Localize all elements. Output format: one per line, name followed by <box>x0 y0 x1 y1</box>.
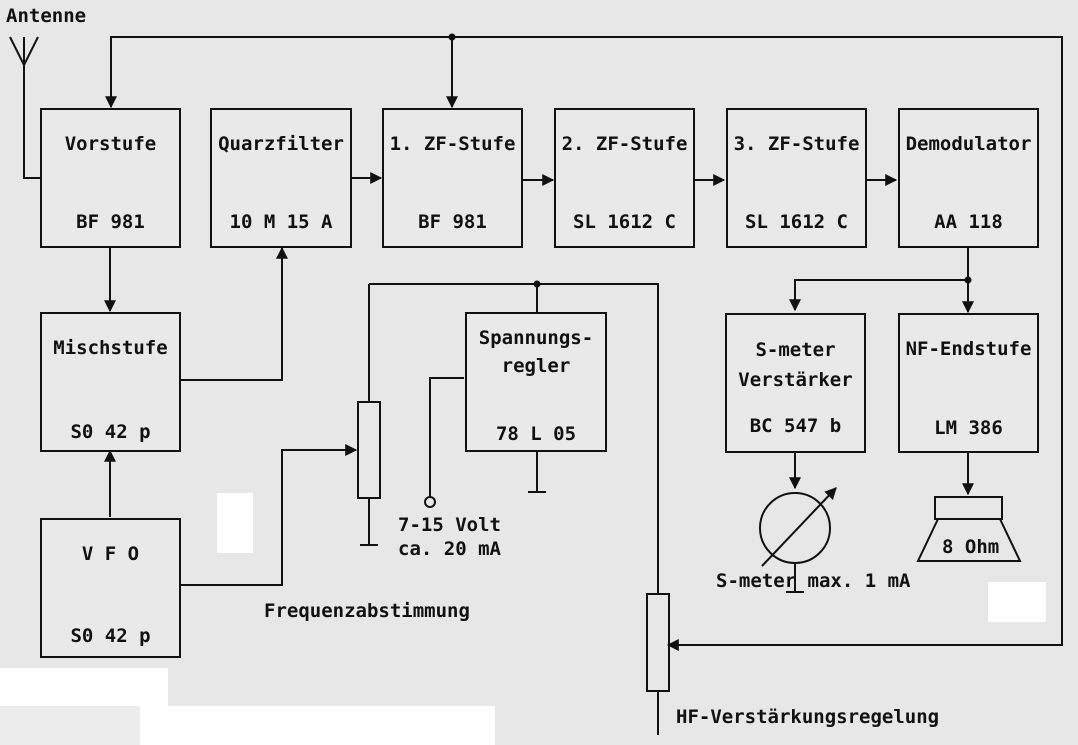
block-zf2: 2. ZF-Stufe SL 1612 C <box>554 108 695 248</box>
block-title: 3. ZF-Stufe <box>733 133 860 155</box>
antenna-icon <box>9 36 40 179</box>
tuning-potentiometer <box>357 401 381 499</box>
block-zf3: 3. ZF-Stufe SL 1612 C <box>726 108 867 248</box>
block-demodulator: Demodulator AA 118 <box>898 108 1039 248</box>
paper-patch <box>988 582 1046 622</box>
block-quarzfilter: Quarzfilter 10 M 15 A <box>210 108 352 248</box>
block-part-number: AA 118 <box>934 211 1003 233</box>
block-title: Demodulator <box>905 133 1032 155</box>
paper-patch <box>0 706 140 745</box>
supply-current-label: ca. 20 mA <box>398 538 501 560</box>
block-zf1: 1. ZF-Stufe BF 981 <box>382 108 523 248</box>
supply-terminal <box>424 496 436 508</box>
frequency-tuning-label: Frequenzabstimmung <box>264 600 470 622</box>
paper-patch <box>217 493 253 553</box>
block-title: S-meter Verstärker <box>738 339 853 391</box>
block-title: 1. ZF-Stufe <box>389 133 516 155</box>
block-part-number: LM 386 <box>934 417 1003 439</box>
block-part-number: BF 981 <box>418 211 487 233</box>
block-vfo: V F O S0 42 p <box>40 518 181 658</box>
paper-patch <box>0 668 168 706</box>
block-part-number: BC 547 b <box>749 415 842 437</box>
rf-gain-label: HF-Verstärkungsregelung <box>676 706 940 728</box>
block-title: 2. ZF-Stufe <box>561 133 688 155</box>
block-part-number: S0 42 p <box>70 421 151 443</box>
rf-gain-potentiometer <box>646 593 670 692</box>
s-meter-gauge-icon <box>759 492 831 564</box>
block-mischstufe: Mischstufe S0 42 p <box>40 312 181 452</box>
block-part-number: S0 42 p <box>70 625 151 647</box>
block-title: Spannungs- regler <box>478 327 594 377</box>
block-part-number: 78 L 05 <box>495 423 577 445</box>
block-title: Quarzfilter <box>218 133 344 155</box>
block-vorstufe: Vorstufe BF 981 <box>40 108 181 248</box>
block-smeter-amplifier: S-meter Verstärker BC 547 b <box>725 313 866 453</box>
block-part-number: BF 981 <box>76 211 145 233</box>
block-part-number: 10 M 15 A <box>229 211 333 233</box>
block-title: NF-Endstufe <box>905 338 1032 360</box>
block-spannungsregler: Spannungs- regler 78 L 05 <box>465 312 607 452</box>
paper-patch <box>140 706 495 745</box>
speaker-magnet-icon <box>934 496 1003 520</box>
block-part-number: SL 1612 C <box>745 211 848 233</box>
antenna-label: Antenne <box>6 5 87 27</box>
speaker-cone-icon <box>916 518 1022 562</box>
block-title: V F O <box>81 543 140 565</box>
s-meter-label: S-meter max. 1 mA <box>716 570 911 592</box>
block-title: Mischstufe <box>53 337 168 359</box>
speaker-impedance-label: 8 Ohm <box>942 536 1000 558</box>
block-nf-endstufe: NF-Endstufe LM 386 <box>898 313 1039 453</box>
block-title: Vorstufe <box>64 133 157 155</box>
supply-voltage-label: 7-15 Volt <box>398 514 501 536</box>
block-part-number: SL 1612 C <box>573 211 676 233</box>
